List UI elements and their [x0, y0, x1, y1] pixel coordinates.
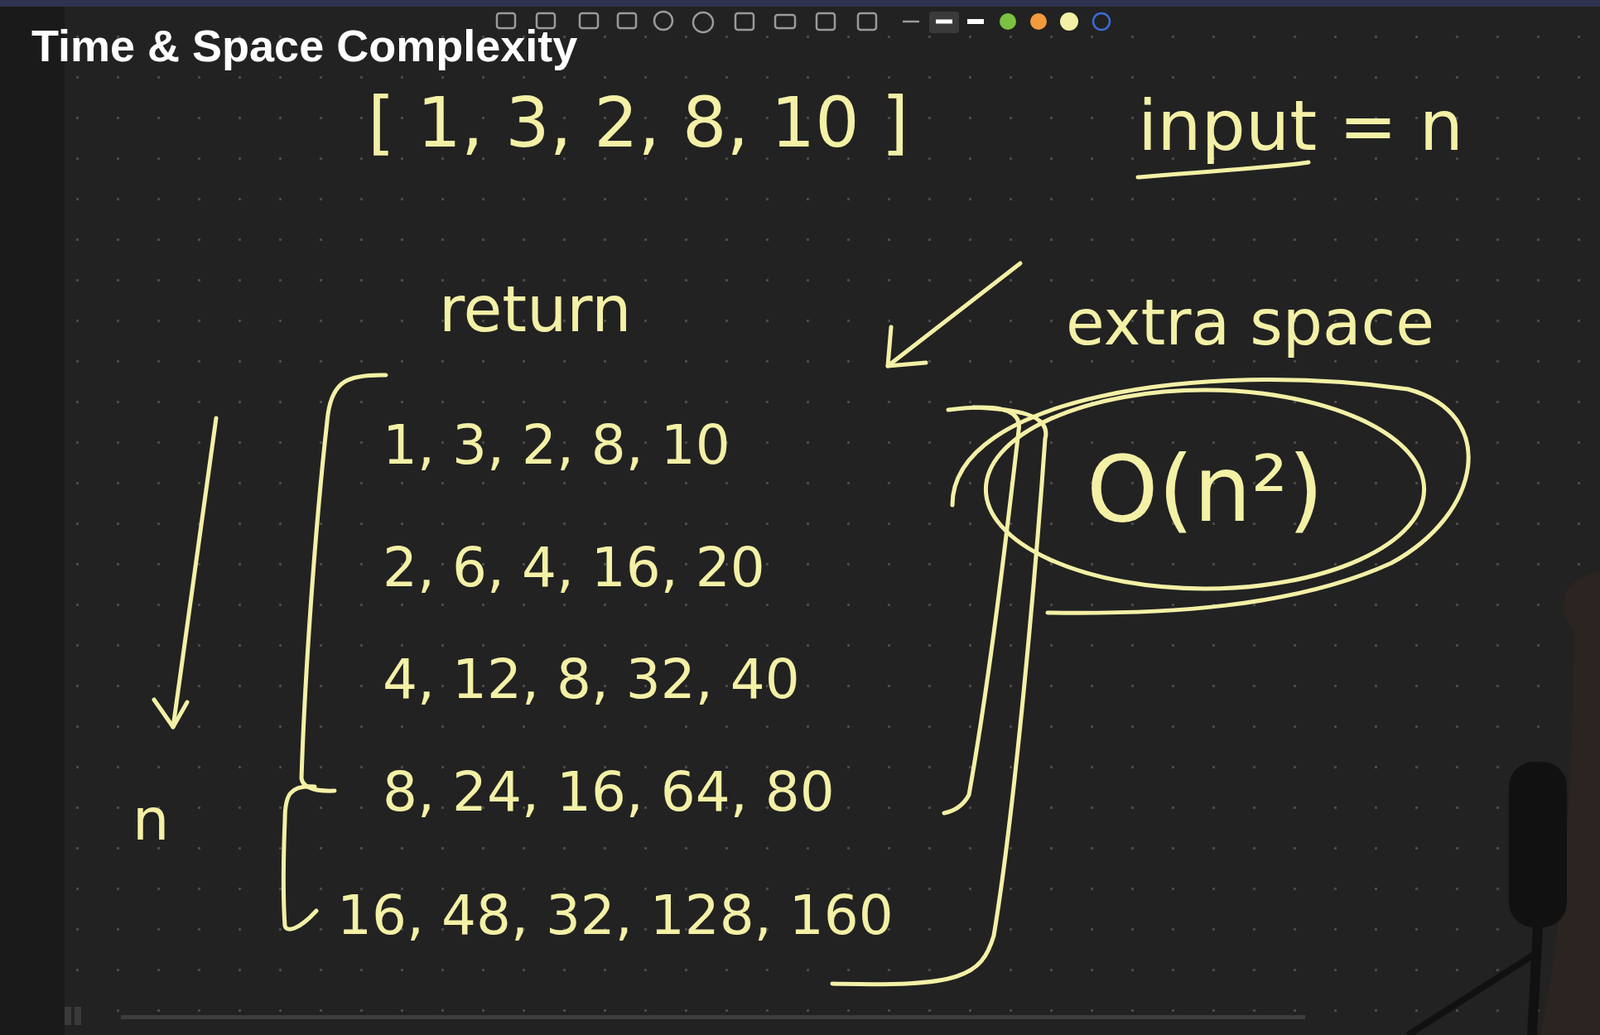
matrix-row: 1, 3, 2, 8, 10	[382, 414, 731, 478]
matrix-row: 2, 6, 4, 16, 20	[382, 536, 766, 600]
size-arrow	[173, 418, 217, 728]
color-swatch	[1093, 13, 1110, 30]
side-panel	[0, 0, 65, 1035]
matrix-bracket	[301, 375, 386, 791]
matrix-row: 16, 48, 32, 128, 160	[337, 884, 894, 948]
matrix-row: 8, 24, 16, 64, 80	[382, 761, 835, 825]
complexity-text: O(n²)	[1086, 437, 1324, 543]
pause-icon	[74, 1007, 82, 1026]
matrix-bracket	[284, 786, 318, 930]
color-swatch	[1030, 13, 1047, 30]
page-title: Time & Space Complexity	[31, 19, 578, 72]
complexity-circle: O(n²)	[981, 385, 1429, 593]
color-swatch	[1060, 12, 1079, 31]
extra-space-note: extra space	[1065, 286, 1435, 359]
input-array: [ 1, 3, 2, 8, 10 ]	[367, 82, 909, 164]
arrow-head	[154, 699, 188, 728]
emphasis-loop	[952, 380, 1469, 614]
return-note: return	[438, 273, 632, 346]
input-note: input = n	[1137, 86, 1464, 167]
pause-icon	[64, 1007, 72, 1026]
arrow-head	[887, 327, 926, 367]
pointer-arrow	[887, 263, 1021, 367]
window-bar	[0, 0, 1600, 7]
matrix-row: 4, 12, 8, 32, 40	[382, 648, 800, 712]
presenter	[1407, 571, 1600, 1035]
color-swatch	[999, 13, 1017, 30]
size-label: n	[132, 786, 169, 854]
matrix-bracket	[944, 407, 1019, 814]
progress-bar	[120, 1015, 1306, 1020]
